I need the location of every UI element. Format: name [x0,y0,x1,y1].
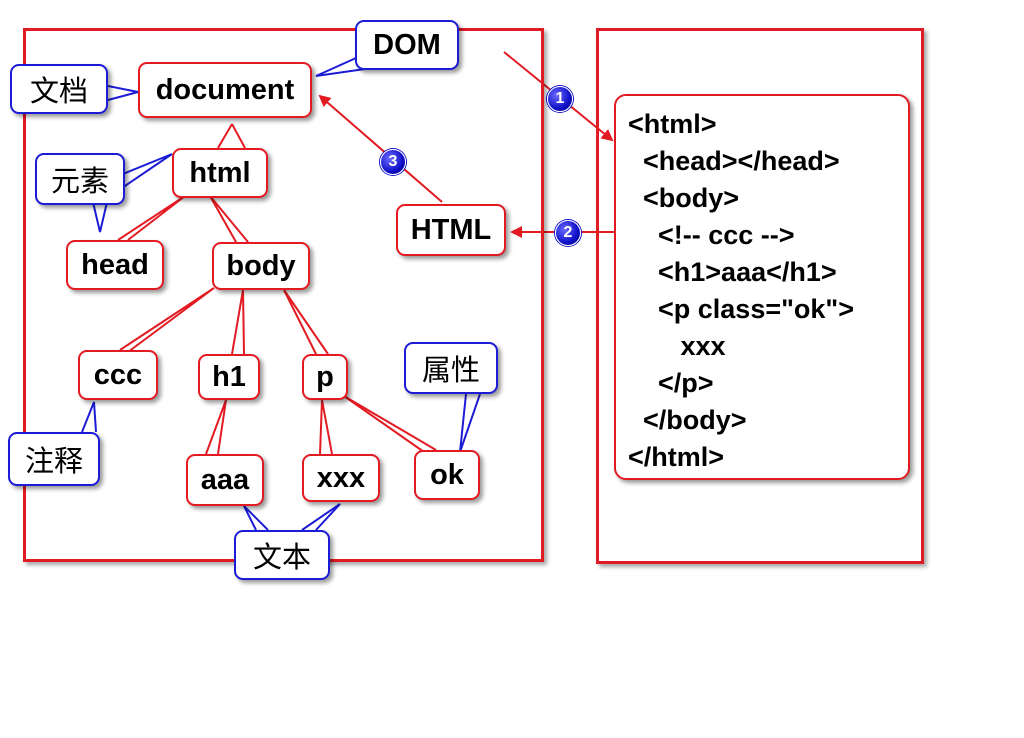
code-line: <p class="ok"> [628,294,854,324]
source-code-frame [596,28,924,564]
code-line: xxx [628,331,726,361]
code-line: <head></head> [628,146,840,176]
comment-label-callout: 注释 [8,432,100,486]
dom-callout: DOM [355,20,459,70]
node-ok: ok [414,450,480,500]
code-line: <h1>aaa</h1> [628,257,837,287]
text-label-callout: 文本 [234,530,330,580]
code-line: </html> [628,442,725,472]
edge-html-head [117,195,186,241]
code-line: </body> [628,405,747,435]
node-p: p [302,354,348,400]
pointer-text-aaa [243,505,269,531]
attribute-label-callout: 属性 [404,342,498,394]
edge-body-h1 [231,289,245,355]
pointer-comment-label [81,401,97,433]
step-badge-2: 2 [555,220,581,246]
source-code-box: <html> <head></head> <body> <!-- ccc -->… [614,94,910,480]
node-html: html [172,148,268,198]
arrow-step-3 [318,94,443,203]
code-line: <body> [628,183,740,213]
element-label-callout: 元素 [35,153,125,205]
pointer-element-label-tail [91,197,109,233]
edge-h1-aaa [205,399,227,455]
edge-p-ok [343,395,437,453]
edge-p-xxx [319,399,333,455]
edge-body-ccc [119,287,215,353]
node-html-text: HTML [396,204,506,256]
node-h1: h1 [198,354,260,400]
edge-html-body [209,195,249,243]
edge-document-html [217,123,246,149]
document-label-callout: 文档 [10,64,108,114]
node-head: head [66,240,164,290]
node-ccc: ccc [78,350,158,400]
node-aaa: aaa [186,454,264,506]
code-line: <!-- ccc --> [628,220,795,250]
step-badge-1: 1 [547,86,573,112]
step-badge-3: 3 [380,149,406,175]
node-document: document [138,62,312,118]
pointer-text-xxx [301,503,341,531]
code-line: <html> [628,109,717,139]
edge-body-p [283,289,329,355]
node-xxx: xxx [302,454,380,502]
code-line: </p> [628,368,714,398]
node-body: body [212,242,310,290]
